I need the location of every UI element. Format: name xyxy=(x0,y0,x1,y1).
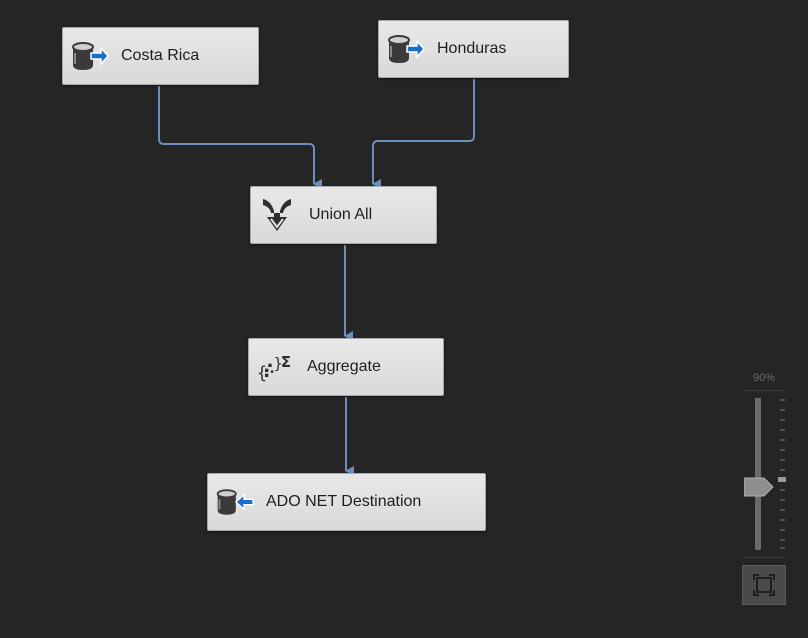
node-label: ADO NET Destination xyxy=(266,493,422,510)
node-label: Honduras xyxy=(437,40,507,57)
source-node-honduras[interactable]: Honduras xyxy=(378,20,569,78)
ado-net-source-icon xyxy=(385,29,425,69)
zoom-ticks xyxy=(778,399,786,549)
destination-node-ado-net[interactable]: ADO NET Destination xyxy=(207,473,486,531)
svg-text:{: { xyxy=(257,364,268,383)
transform-node-union-all[interactable]: Union All xyxy=(250,186,437,244)
aggregate-icon: { } Σ xyxy=(255,347,295,387)
zoom-to-fit-icon xyxy=(753,574,775,596)
union-all-icon xyxy=(257,195,297,235)
divider xyxy=(742,557,786,558)
connector-honduras-to-union-all[interactable] xyxy=(372,79,475,189)
node-label: Aggregate xyxy=(307,358,381,375)
svg-text:}: } xyxy=(273,355,283,373)
zoom-to-fit-button[interactable] xyxy=(742,565,786,605)
zoom-level-label: 90% xyxy=(752,372,776,384)
zoom-slider-track[interactable] xyxy=(755,398,761,550)
zoom-slider-thumb[interactable] xyxy=(744,477,774,497)
ado-net-destination-icon xyxy=(214,482,254,522)
transform-node-aggregate[interactable]: { } Σ Aggregate xyxy=(248,338,444,396)
node-label: Union All xyxy=(309,206,373,223)
node-label: Costa Rica xyxy=(121,47,200,64)
svg-text:Σ: Σ xyxy=(281,353,291,371)
zoom-control: 90% xyxy=(738,368,790,608)
divider xyxy=(742,390,786,391)
ado-net-source-icon xyxy=(69,36,109,76)
connector-costa-rica-to-union-all[interactable] xyxy=(158,86,322,189)
source-node-costa-rica[interactable]: Costa Rica xyxy=(62,27,259,85)
